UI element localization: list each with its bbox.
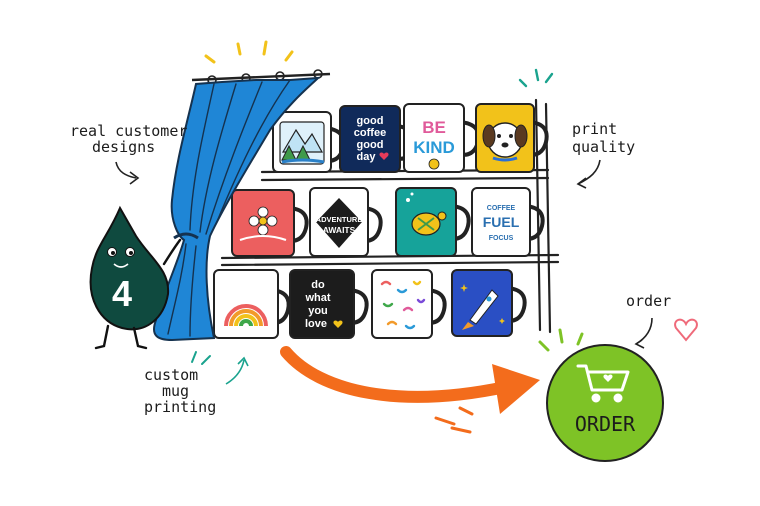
annotation-line: designs bbox=[92, 138, 155, 156]
dog-mug bbox=[475, 103, 549, 173]
annotation-line: quality bbox=[572, 138, 635, 156]
sparkle-icon bbox=[204, 40, 294, 64]
coffee-fuel-mug: COFFEE FUEL FOCUS bbox=[471, 187, 545, 257]
order-button-label: ORDER bbox=[575, 412, 636, 436]
mug-text-line: good bbox=[357, 139, 384, 151]
heart-icon bbox=[603, 374, 613, 382]
mug-text-line: coffee bbox=[354, 127, 386, 139]
mug-text-line: you bbox=[308, 305, 328, 317]
mug-text-line: FOCUS bbox=[489, 235, 514, 242]
annotation-arrow bbox=[115, 161, 137, 179]
stage-curtain bbox=[153, 69, 331, 342]
annotation-line: order bbox=[626, 292, 671, 310]
heart-icon bbox=[674, 318, 698, 342]
mascot-number: 4 bbox=[112, 273, 132, 314]
mug-text-line: FUEL bbox=[483, 214, 520, 230]
mug-text-line: do bbox=[311, 279, 325, 291]
annotation-line: mug bbox=[162, 382, 189, 400]
annotation-arrow bbox=[225, 359, 245, 385]
turtle-mug bbox=[395, 187, 471, 257]
flower-mug bbox=[231, 189, 309, 257]
be-kind-mug: BE KIND bbox=[403, 103, 481, 173]
mountain-mug bbox=[272, 111, 346, 173]
annotation-custom-mug: custom mug printing bbox=[144, 351, 249, 416]
mug-text-line: ADVENTURE bbox=[316, 215, 363, 224]
annotation-line: real customer bbox=[70, 122, 187, 140]
order-button[interactable]: ORDER bbox=[538, 328, 664, 462]
flow-arrow bbox=[280, 346, 540, 434]
annotation-order: order bbox=[626, 292, 671, 349]
mug-text-line: KIND bbox=[413, 138, 455, 157]
mug-text-line: what bbox=[304, 292, 330, 304]
annotation-arrow bbox=[635, 317, 653, 345]
do-what-you-love-mug: do what you love bbox=[289, 269, 369, 339]
mug-text-line: COFFEE bbox=[487, 205, 516, 212]
mug-text-line: AWAITS bbox=[323, 225, 356, 235]
heart-icon bbox=[333, 320, 343, 328]
mug-text-line: love bbox=[305, 318, 327, 330]
annotation-line: custom bbox=[144, 366, 198, 384]
mascot-character: 4 bbox=[89, 205, 182, 350]
confetti-mug bbox=[371, 269, 447, 339]
cart-icon bbox=[576, 364, 630, 403]
annotation-arrow bbox=[577, 159, 601, 185]
mug-text-line: good bbox=[357, 115, 384, 127]
annotation-print-quality: print quality bbox=[572, 120, 635, 189]
mug-text-line: day bbox=[357, 151, 377, 163]
annotation-real-designs: real customer designs bbox=[70, 122, 187, 185]
rainbow-mug bbox=[213, 269, 291, 339]
mug-text-line: BE bbox=[422, 118, 446, 137]
sparkle-icon bbox=[518, 68, 554, 88]
heart-icon bbox=[379, 152, 389, 160]
annotation-line: print bbox=[572, 120, 617, 138]
adventure-mug: ADVENTURE AWAITS bbox=[309, 187, 383, 257]
smiley-icon bbox=[428, 158, 440, 170]
annotation-line: printing bbox=[144, 398, 216, 416]
rocket-mug bbox=[451, 269, 527, 337]
